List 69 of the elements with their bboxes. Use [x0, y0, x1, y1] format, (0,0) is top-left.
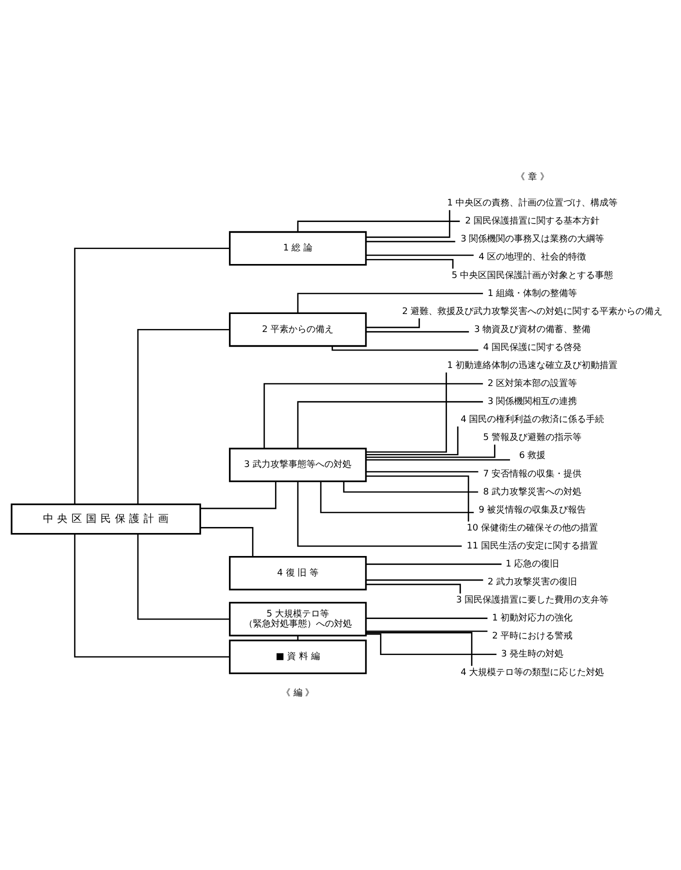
- connector: [366, 476, 470, 522]
- node-box: 5 大規模テロ等 （緊急対処事態）への対処: [228, 602, 367, 636]
- node-box: 中 央 区 国 民 保 護 計 画: [10, 504, 202, 535]
- connector: [366, 372, 447, 453]
- node-text: 4 大規模テロ等の類型に応じた対処: [460, 668, 604, 678]
- connector: [297, 636, 298, 640]
- node-text: 5 中央区国民保護計画が対象とする事態: [452, 270, 614, 281]
- label: 《 編 》: [281, 688, 314, 698]
- node-text: 1 初動連絡体制の迅速な確立及び初動措置: [447, 360, 618, 371]
- connector: [264, 383, 483, 448]
- connector: [366, 240, 456, 242]
- connector: [297, 481, 462, 547]
- node-text: 5 警報及び避難の指示等: [483, 433, 582, 444]
- connector: [366, 258, 454, 269]
- connector: [297, 292, 483, 314]
- connector: [366, 618, 488, 619]
- connector: [74, 248, 230, 504]
- connector: [366, 564, 502, 565]
- connector: [200, 527, 254, 557]
- node-text: 3 関係機関相互の連携: [488, 397, 578, 408]
- node-text: 1 応急の復旧: [506, 559, 560, 570]
- connector: [320, 482, 474, 514]
- node-text: 1 組織・体制の整備等: [488, 288, 578, 299]
- connector: [366, 444, 496, 458]
- node-text: 6 救援: [519, 451, 546, 462]
- connector: [343, 482, 478, 493]
- node-text: 4 国民の権利利益の救済に係る手続: [460, 415, 604, 426]
- connector: [366, 632, 472, 666]
- node-text: 3 国民保護措置に要した費用の支弁等: [456, 596, 609, 606]
- node-text: 7 安否情報の収集・提供: [483, 469, 582, 480]
- node-box: 4 復 旧 等: [228, 556, 367, 590]
- node-text: 4 国民保護に関する啓発: [483, 342, 582, 353]
- connector: [366, 318, 420, 328]
- node-box: 1 総 論: [228, 231, 367, 266]
- node-text: 3 物資及び資材の備蓄、整備: [474, 324, 591, 335]
- node-text: 3 関係機関の事務又は業務の大綱等: [460, 234, 604, 245]
- connector: [137, 534, 230, 620]
- node-text: 2 平時における警戒: [492, 632, 573, 642]
- connector: [366, 254, 474, 256]
- node-text: 1 初動対応力の強化: [492, 614, 573, 624]
- node-text: 4 区の地理的、社会的特徴: [478, 252, 586, 263]
- node-text: 1 中央区の責務、計画の位置づけ、構成等: [447, 198, 618, 209]
- node-text: 3 発生時の対処: [501, 650, 564, 660]
- node-box: 3 武力攻撃事態等への対処: [228, 448, 367, 482]
- connector: [366, 630, 488, 632]
- connector: [297, 220, 460, 232]
- node-text: 2 避難、救援及び武力攻撃災害への対処に関する平素からの備え: [402, 306, 663, 317]
- connector: [366, 584, 461, 594]
- connector: [366, 210, 450, 238]
- connector: [366, 633, 496, 656]
- node-text: 2 武力攻撃災害の復旧: [488, 578, 578, 588]
- node-box: 2 平素からの備え: [228, 312, 367, 347]
- connector: [366, 471, 478, 472]
- label: 《 章 》: [516, 172, 549, 182]
- connector: [137, 328, 230, 504]
- connector: [297, 401, 483, 448]
- connector: [200, 481, 276, 510]
- node-text: 2 国民保護措置に関する基本方針: [465, 216, 600, 227]
- node-text: 11 国民生活の安定に関する措置: [466, 541, 598, 552]
- connector: [366, 459, 510, 460]
- node-text: 9 被災情報の収集及び報告: [478, 505, 586, 516]
- node-text: 10 保健衛生の確保その他の措置: [466, 523, 598, 534]
- connector: [74, 534, 230, 658]
- node-text: 2 区対策本部の設置等: [488, 379, 578, 390]
- connector: [366, 579, 484, 581]
- node-box: ■ 資 料 編: [228, 640, 367, 674]
- connector: [366, 331, 469, 332]
- node-text: 8 武力攻撃災害への対処: [483, 487, 582, 498]
- connector: [366, 426, 458, 456]
